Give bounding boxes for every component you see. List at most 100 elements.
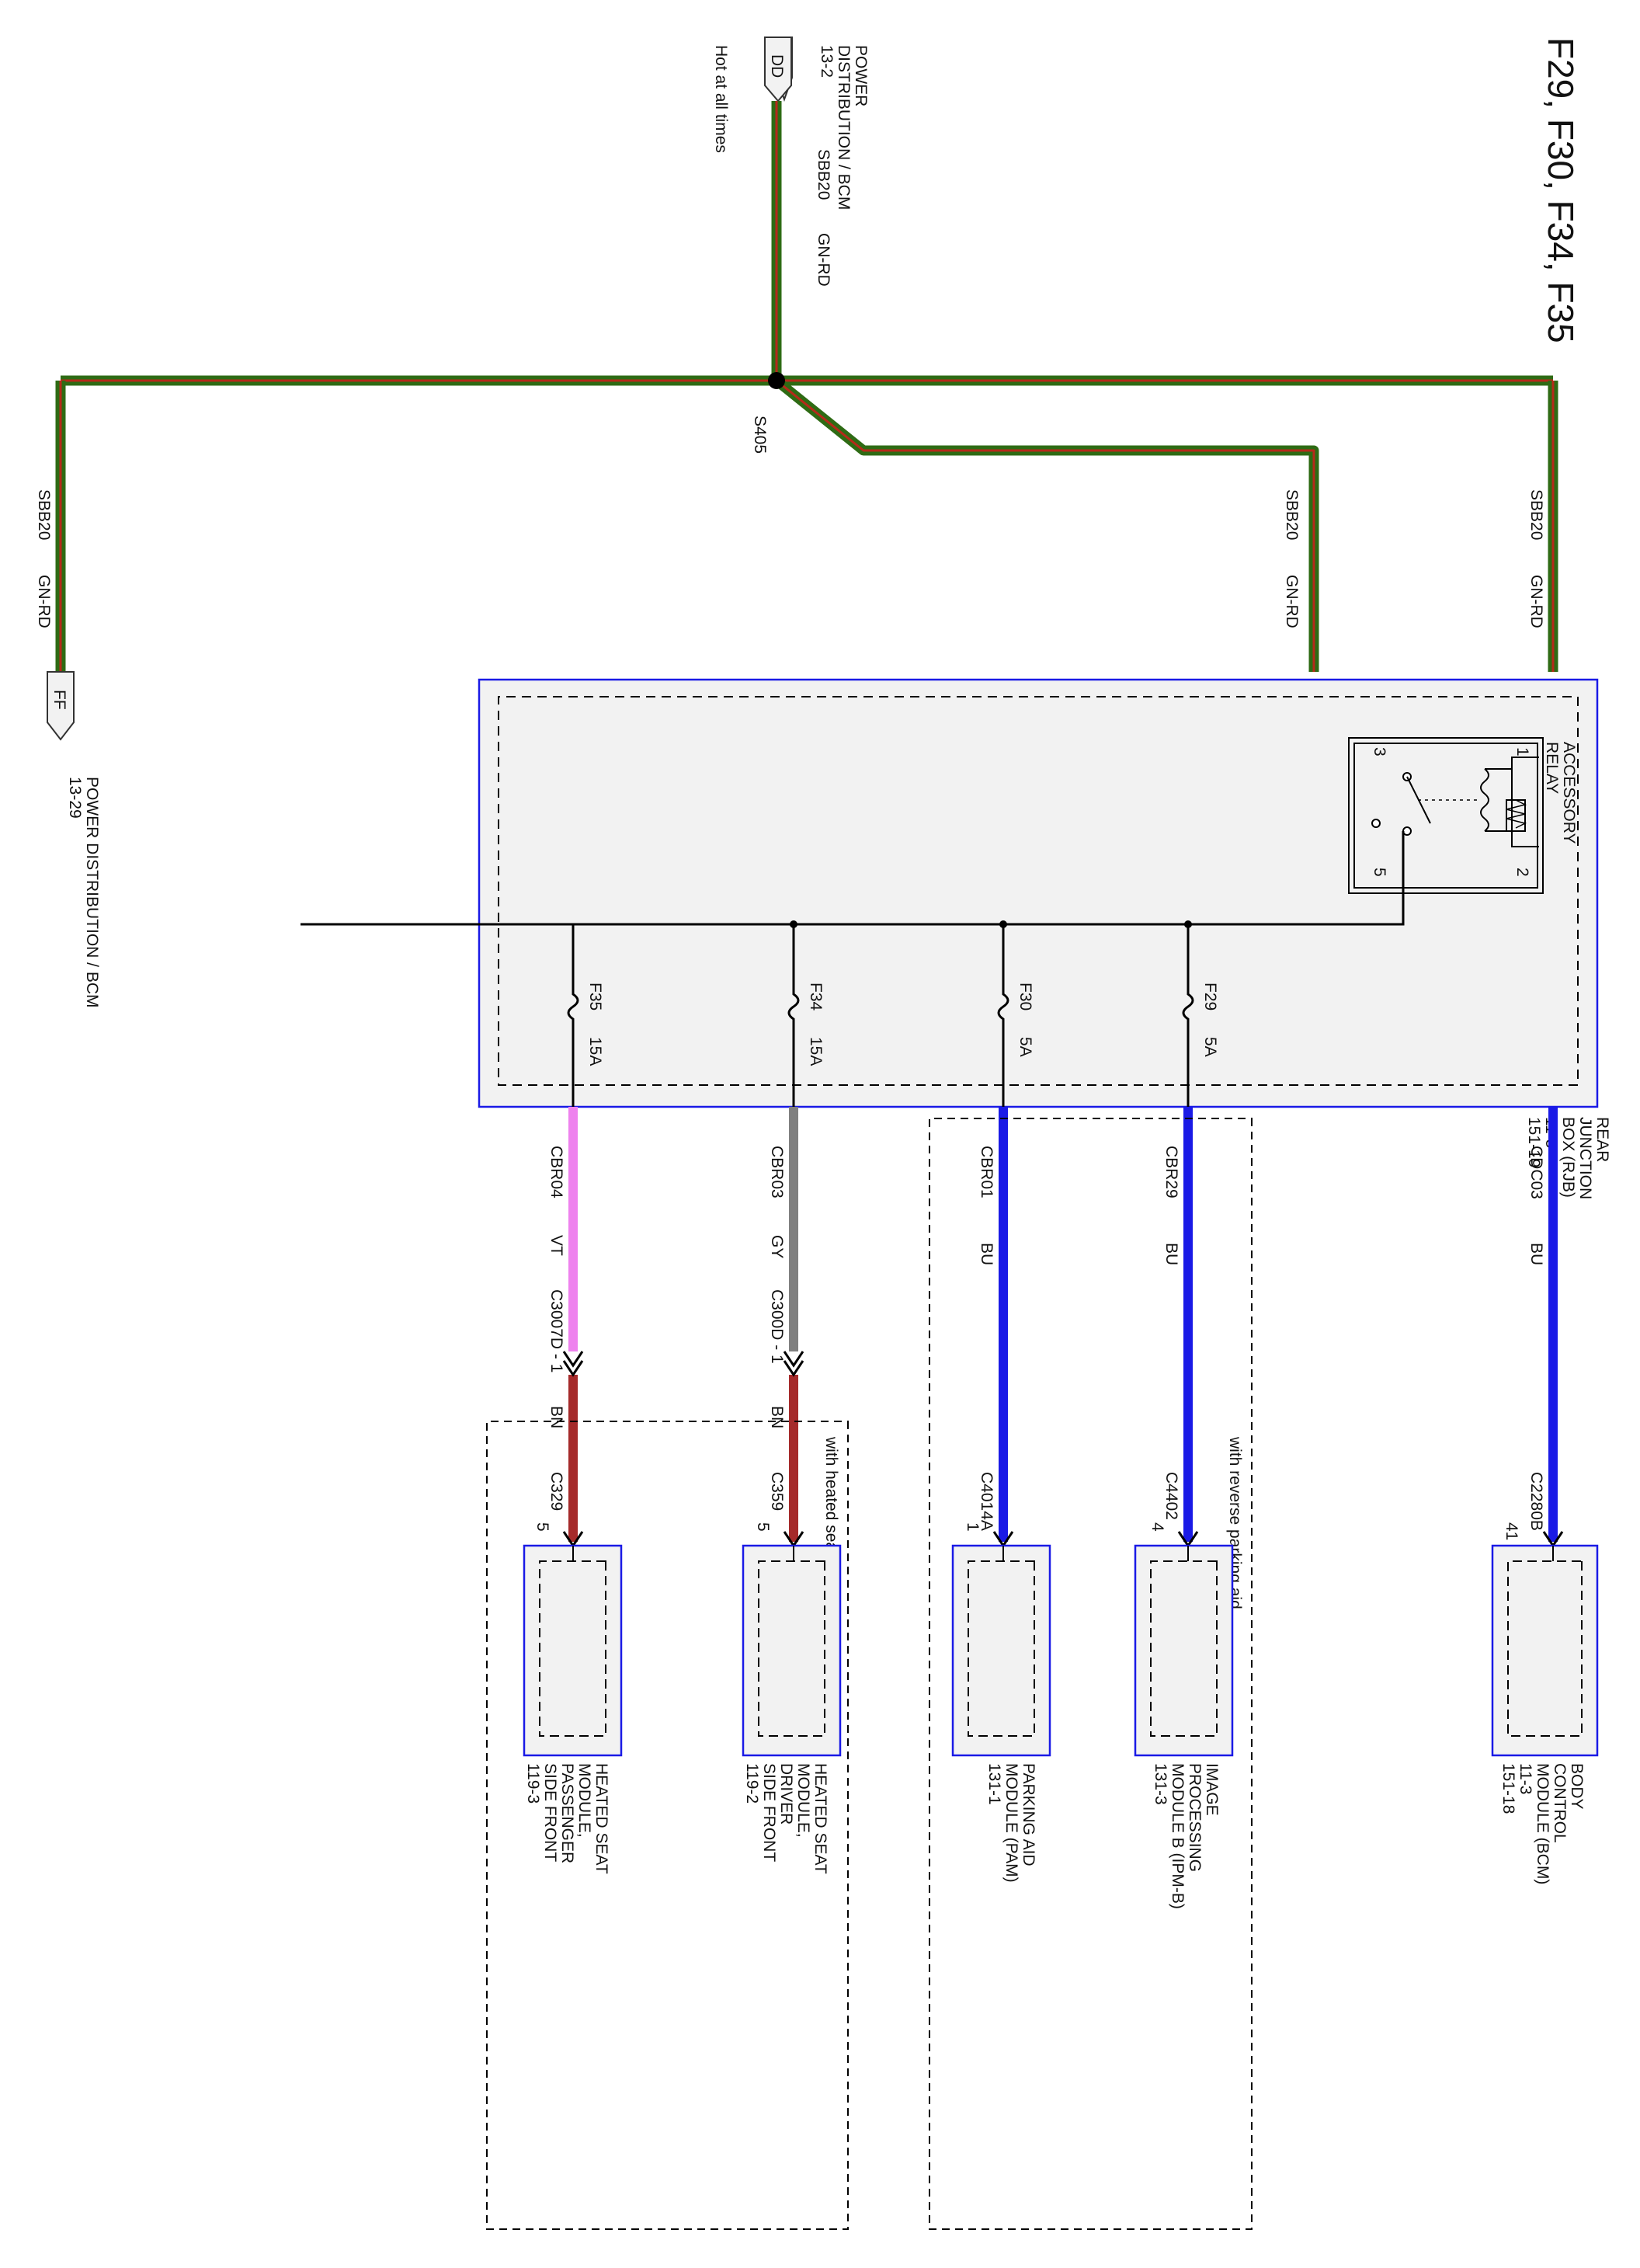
power-source-note: Hot at all times <box>712 45 730 153</box>
module-heated-seat-driver: HEATED SEAT MODULE, DRIVER SIDE FRONT 11… <box>742 1544 842 1874</box>
svg-text:JUNCTION: JUNCTION <box>1576 1117 1594 1199</box>
svg-text:HEATED SEAT: HEATED SEAT <box>811 1763 829 1874</box>
svg-text:BN: BN <box>768 1406 786 1428</box>
svg-text:1: 1 <box>964 1522 982 1532</box>
cbr29-label: CBR29 <box>1162 1146 1180 1198</box>
svg-text:151-19: 151-19 <box>1525 1117 1543 1167</box>
svg-text:C359: C359 <box>768 1472 786 1511</box>
cdc03-label: CDC03 <box>1527 1146 1545 1199</box>
svg-text:4: 4 <box>1148 1522 1166 1532</box>
svg-text:41: 41 <box>1503 1522 1520 1540</box>
group-heated-seats-label: with heated seats <box>822 1436 840 1564</box>
fuse-bus <box>301 831 1405 926</box>
group-heated-seats <box>486 1421 849 2230</box>
module-heated-seat-passenger: HEATED SEAT MODULE, PASSENGER SIDE FRONT… <box>523 1544 623 1874</box>
svg-text:MODULE B (IPM-B): MODULE B (IPM-B) <box>1169 1763 1187 1909</box>
svg-text:CONTROL: CONTROL <box>1551 1763 1569 1843</box>
splice-label: S405 <box>751 416 769 454</box>
power-source: DD POWER DISTRIBUTION / BCM 13-2 Hot at … <box>712 37 870 287</box>
svg-text:1: 1 <box>1513 747 1531 757</box>
svg-text:5: 5 <box>533 1522 551 1532</box>
svg-text:GY: GY <box>768 1235 786 1258</box>
module-bcm: BODY CONTROL MODULE (BCM) 11-3 151-18 <box>1491 1544 1599 1884</box>
splice-s405 <box>768 372 785 389</box>
module-connectors <box>562 1531 1564 1548</box>
svg-text:RELAY: RELAY <box>1543 742 1561 794</box>
power-out-name: POWER DISTRIBUTION / BCM <box>83 777 101 1008</box>
fuse-f35: F35 <box>586 983 604 1011</box>
fuse-f29: F29 <box>1201 983 1219 1011</box>
svg-text:2: 2 <box>1513 868 1531 877</box>
svg-text:BODY: BODY <box>1568 1763 1586 1810</box>
cbr01-label: CBR01 <box>978 1146 995 1198</box>
svg-text:MODULE,: MODULE, <box>575 1763 593 1838</box>
svg-text:BU: BU <box>978 1243 995 1265</box>
gn-rd-wires <box>55 101 1558 672</box>
inline-connectors <box>562 1351 804 1377</box>
fuse-f30: F30 <box>1016 983 1034 1011</box>
fuse-labels: F29 5A F30 5A F34 15A F35 15A <box>586 983 1219 1066</box>
svg-text:151-18: 151-18 <box>1499 1763 1517 1814</box>
svg-text:5: 5 <box>1371 868 1388 877</box>
svg-text:C329: C329 <box>547 1472 565 1511</box>
power-source-name-2: DISTRIBUTION / BCM <box>835 45 853 210</box>
output-wires <box>568 1107 1558 1542</box>
svg-text:131-1: 131-1 <box>985 1763 1003 1805</box>
group-reverse-parking-aid <box>929 1118 1253 2230</box>
svg-text:PASSENGER: PASSENGER <box>558 1763 576 1863</box>
svg-text:15A: 15A <box>807 1037 825 1066</box>
svg-text:5A: 5A <box>1016 1037 1034 1057</box>
svg-text:PARKING AID: PARKING AID <box>1020 1763 1037 1866</box>
svg-text:SIDE FRONT: SIDE FRONT <box>760 1763 778 1862</box>
svg-text:15A: 15A <box>586 1037 604 1066</box>
power-source-color: GN-RD <box>815 233 832 287</box>
svg-text:BN: BN <box>547 1406 565 1428</box>
svg-text:119-3: 119-3 <box>524 1763 542 1804</box>
rjb-inner-dashed <box>498 696 1579 1086</box>
connector-ff-label: FF <box>50 690 68 710</box>
svg-text:HEATED SEAT: HEATED SEAT <box>592 1763 610 1874</box>
svg-text:C300D - 1: C300D - 1 <box>768 1289 786 1364</box>
power-source-circuit: SBB20 <box>815 149 832 200</box>
svg-text:C4402: C4402 <box>1162 1472 1180 1520</box>
cbr04-label: CBR04 <box>547 1146 565 1198</box>
rjb-box <box>478 678 1599 1108</box>
svg-text:MODULE (BCM): MODULE (BCM) <box>1534 1763 1551 1884</box>
module-ipm-b: IMAGE PROCESSING MODULE B (IPM-B) 131-3 <box>1134 1544 1234 1909</box>
svg-text:BOX (RJB): BOX (RJB) <box>1559 1117 1577 1198</box>
power-out-ref: 13-29 <box>66 777 84 819</box>
fuse-f34: F34 <box>807 983 825 1011</box>
svg-text:C2280B: C2280B <box>1527 1472 1545 1531</box>
module-connector-labels: C2280B 41 C4402 4 C4014A 1 C359 5 C329 5 <box>533 1472 1545 1540</box>
svg-text:REAR: REAR <box>1593 1117 1611 1162</box>
svg-text:5A: 5A <box>1201 1037 1219 1057</box>
svg-text:BU: BU <box>1527 1243 1545 1265</box>
out-color: GN-RD <box>35 575 53 628</box>
connector-dd-label: DD <box>768 54 786 78</box>
svg-text:131-3: 131-3 <box>1152 1763 1169 1805</box>
svg-text:PROCESSING: PROCESSING <box>1186 1763 1204 1872</box>
svg-text:IMAGE: IMAGE <box>1203 1763 1221 1816</box>
power-out: FF POWER DISTRIBUTION / BCM 13-29 <box>47 671 101 1008</box>
svg-text:MODULE,: MODULE, <box>794 1763 812 1838</box>
feed-1-color: GN-RD <box>1527 575 1545 628</box>
circuit-labels: CDC03 BU CBR29 BU CBR01 BU CBR03 GY C300… <box>547 1146 1545 1428</box>
module-pam: PARKING AID MODULE (PAM) 131-1 <box>951 1544 1051 1883</box>
svg-text:SIDE FRONT: SIDE FRONT <box>541 1763 559 1862</box>
feed-2-circuit: SBB20 <box>1283 489 1301 540</box>
svg-text:5: 5 <box>754 1522 772 1532</box>
svg-text:C3007D - 1: C3007D - 1 <box>547 1289 565 1372</box>
svg-text:VT: VT <box>547 1235 565 1256</box>
feed-1-circuit: SBB20 <box>1527 489 1545 540</box>
cbr03-label: CBR03 <box>768 1146 786 1198</box>
svg-text:DRIVER: DRIVER <box>777 1763 795 1824</box>
fuse-branches <box>567 924 1194 1107</box>
feed-2-color: GN-RD <box>1283 575 1301 628</box>
svg-text:11-3: 11-3 <box>1517 1763 1534 1794</box>
accessory-relay: ACCESSORY RELAY 1 2 3 5 <box>1348 737 1578 894</box>
svg-text:BU: BU <box>1162 1243 1180 1265</box>
svg-text:MODULE (PAM): MODULE (PAM) <box>1002 1763 1020 1883</box>
power-source-ref: 13-2 <box>818 45 836 78</box>
svg-text:C4014A: C4014A <box>978 1472 995 1531</box>
